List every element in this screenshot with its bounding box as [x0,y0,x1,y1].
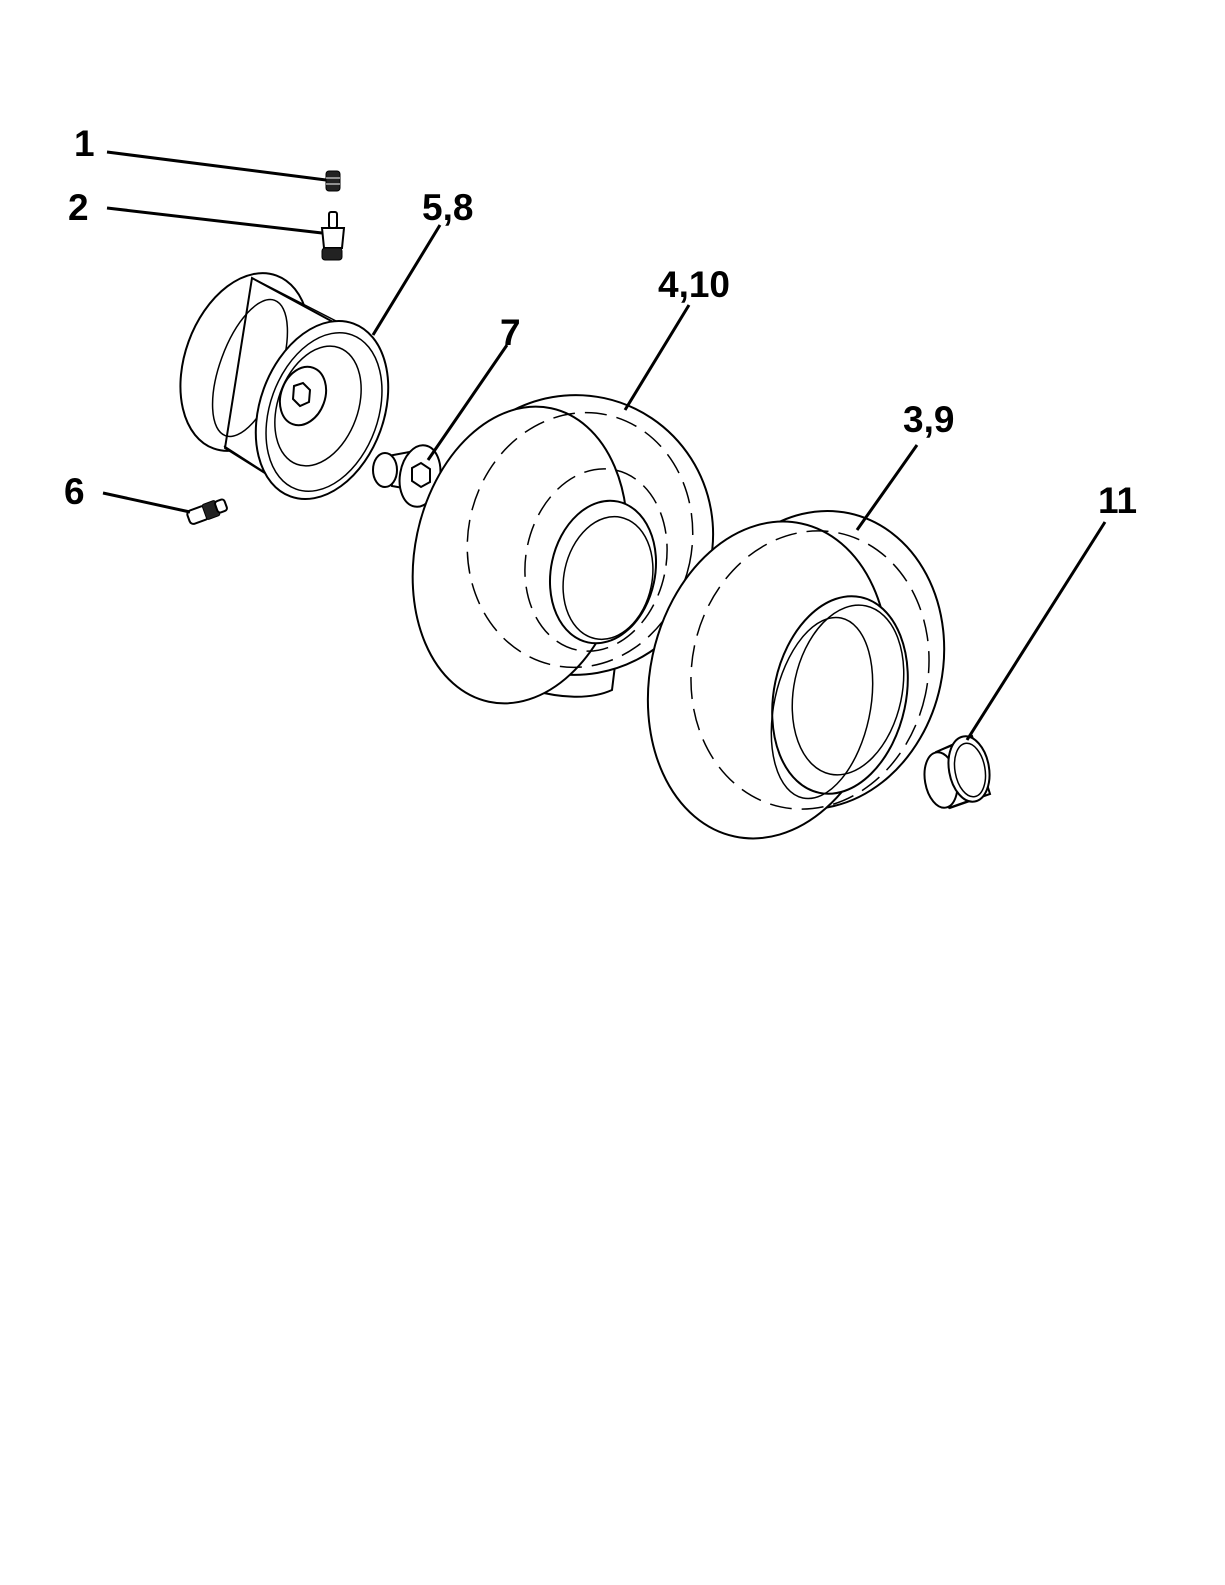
valve-cap [326,171,340,191]
leader-line-11 [967,522,1105,740]
leader-line-2 [107,208,322,233]
grease-fitting [186,499,228,525]
leader-line-6 [103,493,190,512]
callout-7: 7 [500,312,521,353]
callout-1: 1 [74,123,95,164]
callout-3-9: 3,9 [903,399,954,440]
sleeve-cap [920,733,994,810]
callout-6: 6 [64,471,85,512]
leader-line-5-8 [373,225,440,335]
leader-line-3-9 [857,445,917,530]
valve-stem [322,212,344,260]
callout-5-8: 5,8 [422,187,473,228]
callout-11: 11 [1098,480,1137,521]
leader-line-4-10 [625,305,689,410]
callout-2: 2 [68,187,89,228]
callout-4-10: 4,10 [658,264,730,305]
leader-line-1 [107,152,326,180]
